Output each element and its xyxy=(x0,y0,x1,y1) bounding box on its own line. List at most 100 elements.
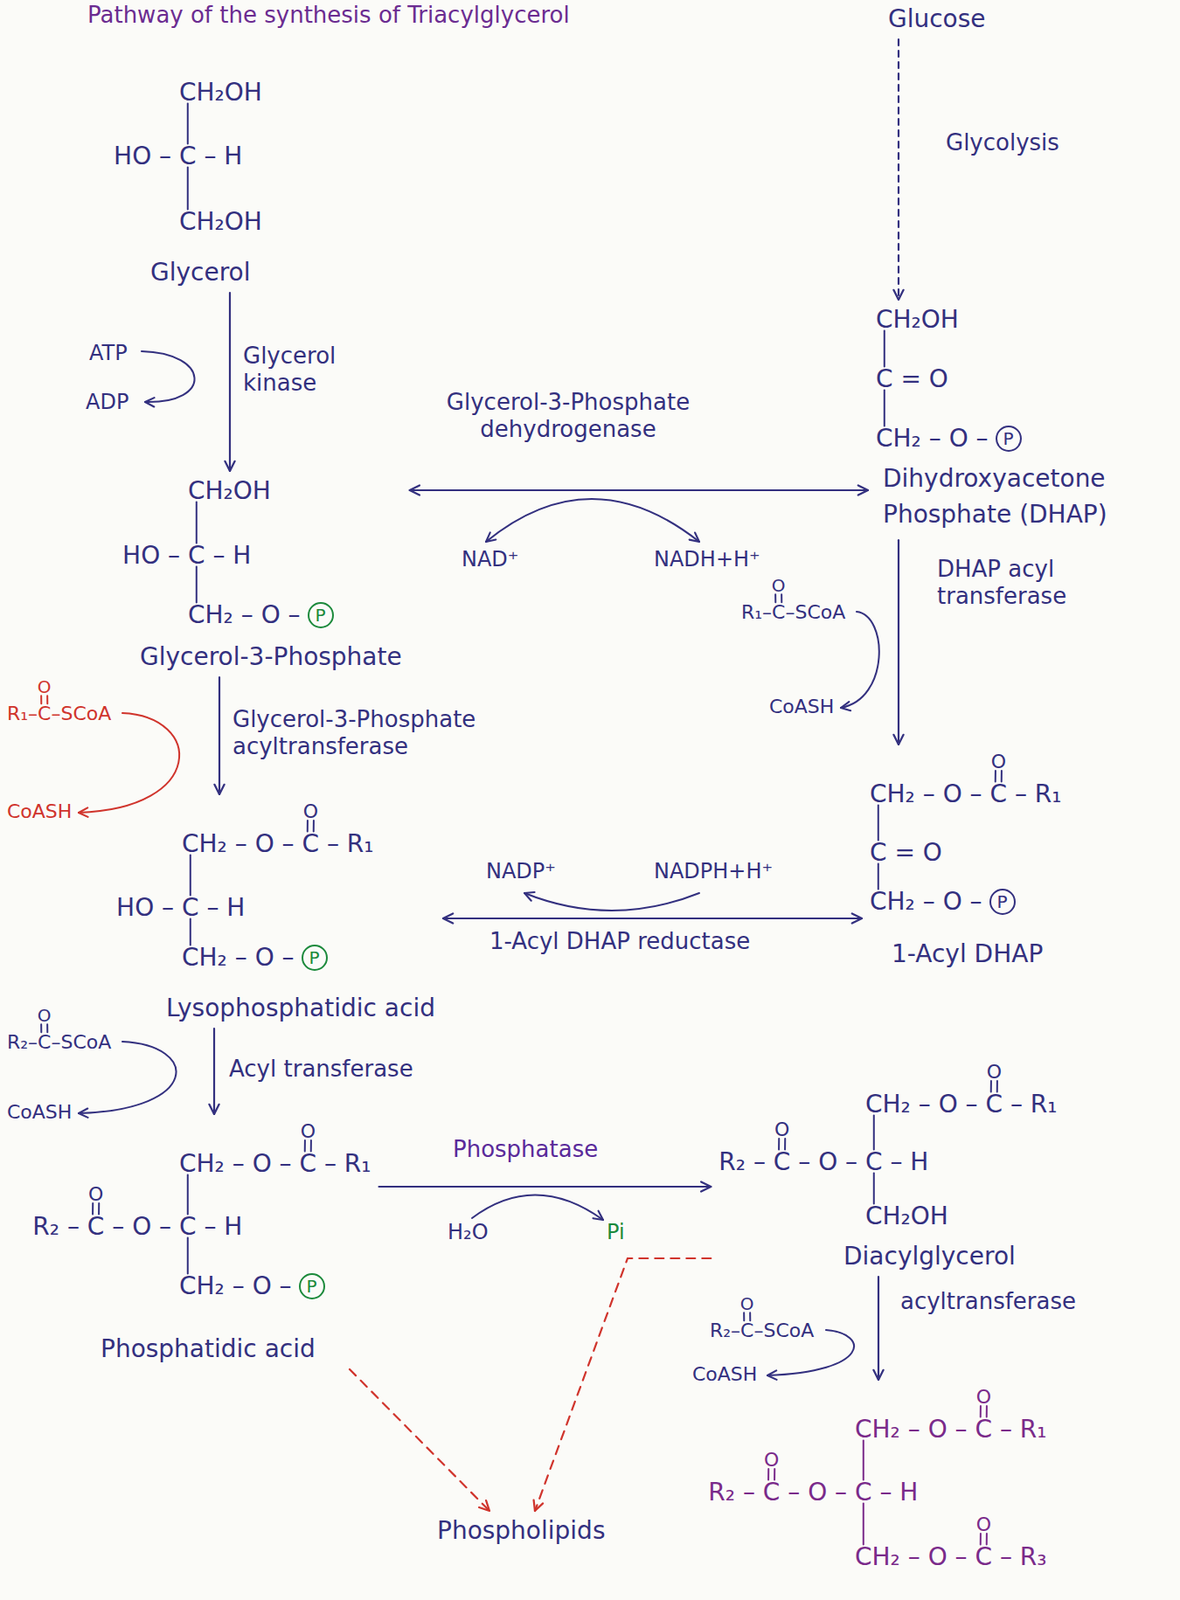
compound: OCH₂ – O – C – R₁OR₂ – C – O – C – HCH₂O… xyxy=(713,1057,1062,1275)
bond-line xyxy=(862,1440,865,1480)
formula-line: HO – C – H xyxy=(113,144,243,169)
bond-line xyxy=(187,166,189,209)
reaction-arrow xyxy=(897,540,900,745)
compound: OCH₂ – O – C – R₁C = OCH₂ – O –P1-Acyl D… xyxy=(864,747,1068,972)
carbonyl-oxygen: O xyxy=(771,576,786,595)
enzyme-label: acyltransferase xyxy=(900,1288,1076,1316)
formula-line: CH₂ – O – xyxy=(875,426,989,452)
bond-line xyxy=(306,820,309,833)
carbonyl-oxygen: O xyxy=(774,1120,790,1140)
cofactor-curve xyxy=(472,1194,604,1221)
cofactor-label: ATP xyxy=(89,342,128,364)
compound-name: Phosphatidic acid xyxy=(100,1337,316,1362)
reaction-arrow xyxy=(409,489,868,492)
bond-line xyxy=(749,1312,751,1321)
bond-line xyxy=(304,1140,306,1153)
formula-line: CH₂ – O – xyxy=(181,945,295,971)
carbonyl-oxygen: O xyxy=(991,752,1007,772)
bond-line xyxy=(40,695,42,704)
compound: Glucose xyxy=(882,1,992,37)
cofactor-label: CoASH xyxy=(6,802,72,822)
bond-line xyxy=(985,1406,988,1418)
cofactor-curve xyxy=(141,351,195,403)
bond-line xyxy=(877,863,880,889)
bond-line xyxy=(742,1312,745,1321)
compound: OCH₂ – O – C – R₁OR₂ – C – O – C – HCH₂ … xyxy=(27,1117,376,1368)
enzyme-label: DHAP acyl transferase xyxy=(937,555,1147,611)
acyl-coa-label: R₂–C–SCoA xyxy=(709,1321,814,1341)
cofactor-label: NADH+H⁺ xyxy=(653,548,761,570)
formula-line: CH₂OH xyxy=(187,478,271,504)
bond-line xyxy=(877,805,880,840)
reaction-arrow xyxy=(229,292,231,472)
cofactor-curve xyxy=(78,1041,176,1114)
bond-line xyxy=(873,1173,875,1204)
compound-name: Phospholipids xyxy=(437,1519,605,1544)
bond-line xyxy=(994,770,997,783)
carbonyl-oxygen: O xyxy=(37,678,52,696)
formula-line: CH₂ – O – C – R₁ xyxy=(181,832,375,857)
bond-line xyxy=(310,1140,313,1153)
circled-phosphate: P xyxy=(307,602,334,629)
enzyme-label: Acyl transferase xyxy=(229,1055,414,1083)
compound-name: Glycerol-3-Phosphate xyxy=(139,645,403,670)
circled-phosphate: P xyxy=(298,1273,326,1300)
cofactor-label: CoASH xyxy=(6,1103,72,1123)
bond-line xyxy=(189,918,192,945)
formula-line: CH₂ – O – C – R₁ xyxy=(869,782,1062,807)
formula-line: CH₂ – O – xyxy=(869,889,983,915)
formula-line: CH₂OH xyxy=(865,1204,949,1229)
compound-name: 1-Acyl DHAP xyxy=(891,942,1043,967)
carbonyl-oxygen: O xyxy=(763,1450,779,1471)
cofactor-label: H₂O xyxy=(447,1221,489,1243)
bond-line xyxy=(774,594,777,603)
cofactor-curve xyxy=(524,893,700,911)
enzyme-label: Glycerol kinase xyxy=(242,342,353,397)
bond-line xyxy=(979,1534,982,1546)
bond-line xyxy=(195,501,198,543)
carbonyl-oxygen: O xyxy=(37,1006,52,1025)
formula-line: CH₂ – O – C – R₁ xyxy=(179,1152,372,1177)
bond-line xyxy=(187,1174,189,1215)
formula-line: R₂ – C – O – C – H xyxy=(32,1214,243,1240)
bond-line xyxy=(91,1203,94,1215)
reaction-arrow xyxy=(897,39,900,300)
reaction-arrow xyxy=(877,1277,880,1381)
acyl-coa-label: R₁–C–SCoA xyxy=(741,603,846,623)
reaction-arrow xyxy=(349,1369,490,1512)
formula-line: CH₂ – O – C – R₁ xyxy=(854,1417,1048,1443)
cofactor-label: CoASH xyxy=(769,697,834,717)
bond-line xyxy=(996,1081,999,1093)
compound-name: Glycerol xyxy=(150,260,250,285)
enzyme-label: Glycerol-3-Phosphate acyltransferase xyxy=(232,706,513,761)
bond-line xyxy=(189,854,192,896)
bond-line xyxy=(784,1138,786,1151)
cofactor-label: NADPH+H⁺ xyxy=(653,860,773,882)
enzyme-label: Phosphatase xyxy=(452,1136,598,1164)
bond-line xyxy=(985,1534,988,1546)
bond-lines xyxy=(41,103,1002,1545)
cofactor-curve xyxy=(840,611,880,708)
formula-line: CH₂ – O – xyxy=(179,1274,292,1299)
compound: OCH₂ – O – C – R₁OR₂ – C – O – C – HOCH₂… xyxy=(702,1382,1052,1576)
circled-phosphate: P xyxy=(995,425,1022,452)
carbonyl-oxygen: O xyxy=(88,1185,104,1205)
formula-line: CH₂ – O – xyxy=(187,603,301,628)
bond-line xyxy=(883,330,886,367)
formula-line: HO – C – H xyxy=(122,543,251,569)
cofactor-curve xyxy=(485,499,700,542)
compound-name: Dihydroxyacetone Phosphate (DHAP) xyxy=(882,461,1130,533)
bond-line xyxy=(187,1237,189,1274)
reaction-arrow xyxy=(379,1186,712,1188)
compound-name: Diacylglycerol xyxy=(843,1244,1016,1270)
cofactor-label: NADP⁺ xyxy=(485,860,556,882)
cofactor-label: CoASH xyxy=(692,1365,757,1385)
carbonyl-oxygen: O xyxy=(976,1515,992,1535)
formula-line: CH₂OH xyxy=(179,209,263,235)
cofactor-curve xyxy=(78,713,180,813)
acyl-coa-label: R₂–C–SCoA xyxy=(6,1033,112,1053)
compound: Phospholipids xyxy=(431,1513,611,1549)
bond-line xyxy=(97,1203,100,1215)
bond-line xyxy=(780,594,783,603)
